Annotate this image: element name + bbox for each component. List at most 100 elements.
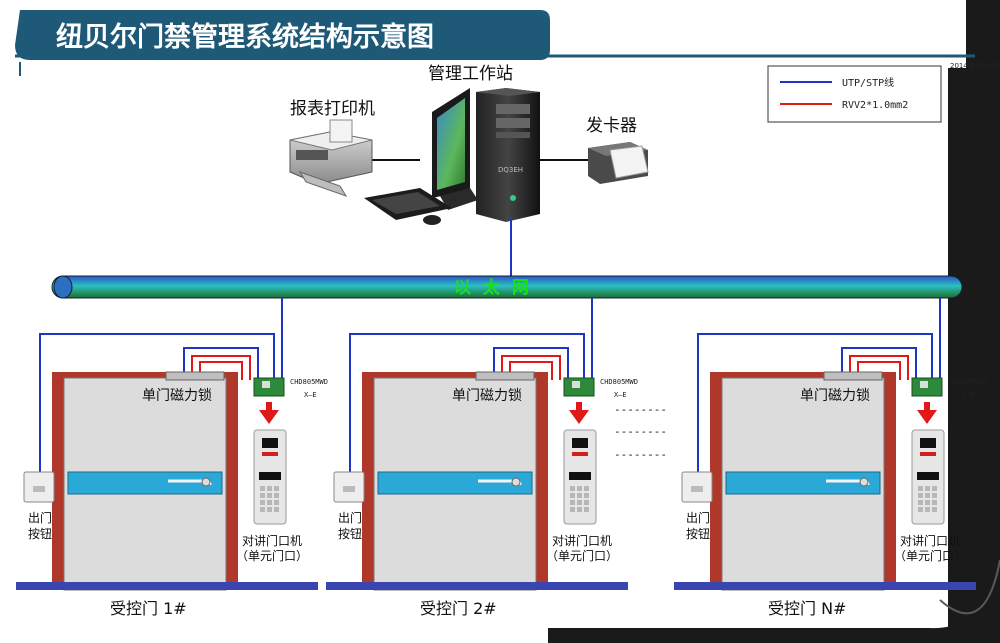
ethernet-bus: 以 太 网 (51, 275, 963, 299)
maglock-label: 单门磁力锁 (452, 388, 522, 404)
exit-button-sublabel: 按钮 (338, 526, 362, 541)
bottom-curve (939, 559, 1000, 615)
intercom-label: 对讲门口机 (242, 533, 302, 548)
keypad-key (918, 486, 923, 491)
keypad-key (267, 493, 272, 498)
keypad-key (570, 486, 575, 491)
intercom-label: 对讲门口机 (900, 533, 960, 548)
arrow-shaft (924, 402, 930, 412)
door-frame-left (710, 372, 722, 590)
exit-button-label: 出门 (338, 510, 362, 525)
door-frame-left (362, 372, 374, 590)
card-issuer-label: 发卡器 (586, 116, 637, 136)
door-handle-knob (511, 477, 521, 487)
controller-sub: X—E (614, 391, 627, 399)
maglock-icon (475, 371, 535, 381)
ethernet-cap (53, 275, 73, 299)
keypad-key (577, 486, 582, 491)
ellipsis-line: -------- (614, 448, 667, 461)
door-stripe (725, 471, 881, 495)
door-label: 受控门 N# (768, 599, 846, 618)
controller-sub: X—E (962, 391, 975, 399)
keypad-key (274, 507, 279, 512)
controller-sub: X—E (304, 391, 317, 399)
legend-rvv-label: RVV2*1.0mm2 (842, 100, 908, 111)
printer-icon (289, 119, 373, 197)
controller-chip (572, 381, 580, 388)
door-handle-knob (201, 477, 211, 487)
keypad-key (570, 493, 575, 498)
intercom-sublabel: （单元门口） (546, 548, 618, 563)
monitor-icon (432, 88, 478, 210)
keypad-key (267, 486, 272, 491)
controller-chip (920, 381, 928, 388)
intercom-logo (572, 452, 588, 456)
utp-exit-button (697, 333, 933, 472)
rvv-maglock (501, 355, 561, 380)
floor-strip-right (548, 582, 628, 590)
tower-icon: DQ3EH (476, 88, 540, 222)
ethernet-pipe (51, 275, 963, 299)
tower-brand: DQ3EH (498, 166, 523, 174)
keypad-key (932, 507, 937, 512)
keypad-key (932, 500, 937, 505)
title-banner: 纽贝尔门禁管理系统结构示意图 (15, 10, 975, 76)
door-stripe (377, 471, 533, 495)
exit-button-sublabel: 按钮 (28, 526, 52, 541)
intercom-logo (262, 452, 278, 456)
door-frame-right (536, 372, 548, 590)
right-band-top (966, 0, 1000, 70)
floor-strip-right (896, 582, 976, 590)
keypad-key (267, 507, 272, 512)
door-frame-left (52, 372, 64, 590)
door-handle-knob (859, 477, 869, 487)
keypad-key (918, 507, 923, 512)
keypad-key (918, 500, 923, 505)
keypad-key (274, 493, 279, 498)
utp-exit-button (349, 333, 585, 472)
right-band (948, 68, 1000, 643)
legend: UTP/STP线 RVV2*1.0mm2 (767, 65, 942, 123)
keypad-key (584, 493, 589, 498)
keypad-key (274, 486, 279, 491)
intercom-logo (920, 452, 936, 456)
keypad-key (918, 493, 923, 498)
floor-strip (326, 582, 548, 590)
keyboard-icon (364, 188, 452, 225)
arrow-shaft (576, 402, 582, 412)
keypad-key (260, 486, 265, 491)
controller-model: CHD805MWD (290, 378, 328, 386)
rvv-maglock-2 (509, 361, 553, 380)
arrow-down-icon (569, 410, 589, 424)
rvv-maglock (849, 355, 909, 380)
exit-button-sublabel: 按钮 (686, 526, 710, 541)
keypad-key (577, 507, 582, 512)
floor-strip (674, 582, 896, 590)
intercom-camera (572, 438, 588, 448)
card-issuer-icon (588, 142, 649, 184)
exit-button-label: 出门 (28, 510, 52, 525)
utp-exit-button (39, 333, 275, 472)
maglock-icon (823, 371, 883, 381)
utp-maglock (183, 347, 259, 380)
intercom-sublabel: （单元门口） (236, 548, 308, 563)
keypad-key (274, 500, 279, 505)
keypad-key (932, 493, 937, 498)
legend-box (767, 65, 942, 123)
intercom-camera (262, 438, 278, 448)
keypad-key (584, 486, 589, 491)
keypad-key (925, 493, 930, 498)
exit-button-face (691, 486, 703, 492)
controller-model: CHD805MWD (600, 378, 638, 386)
controller-chip (262, 381, 270, 388)
door-frame-top (52, 372, 238, 378)
intercom-display (259, 472, 281, 480)
ellipsis-line: -------- (614, 403, 667, 416)
floor-strip-right (238, 582, 318, 590)
keypad-key (260, 500, 265, 505)
